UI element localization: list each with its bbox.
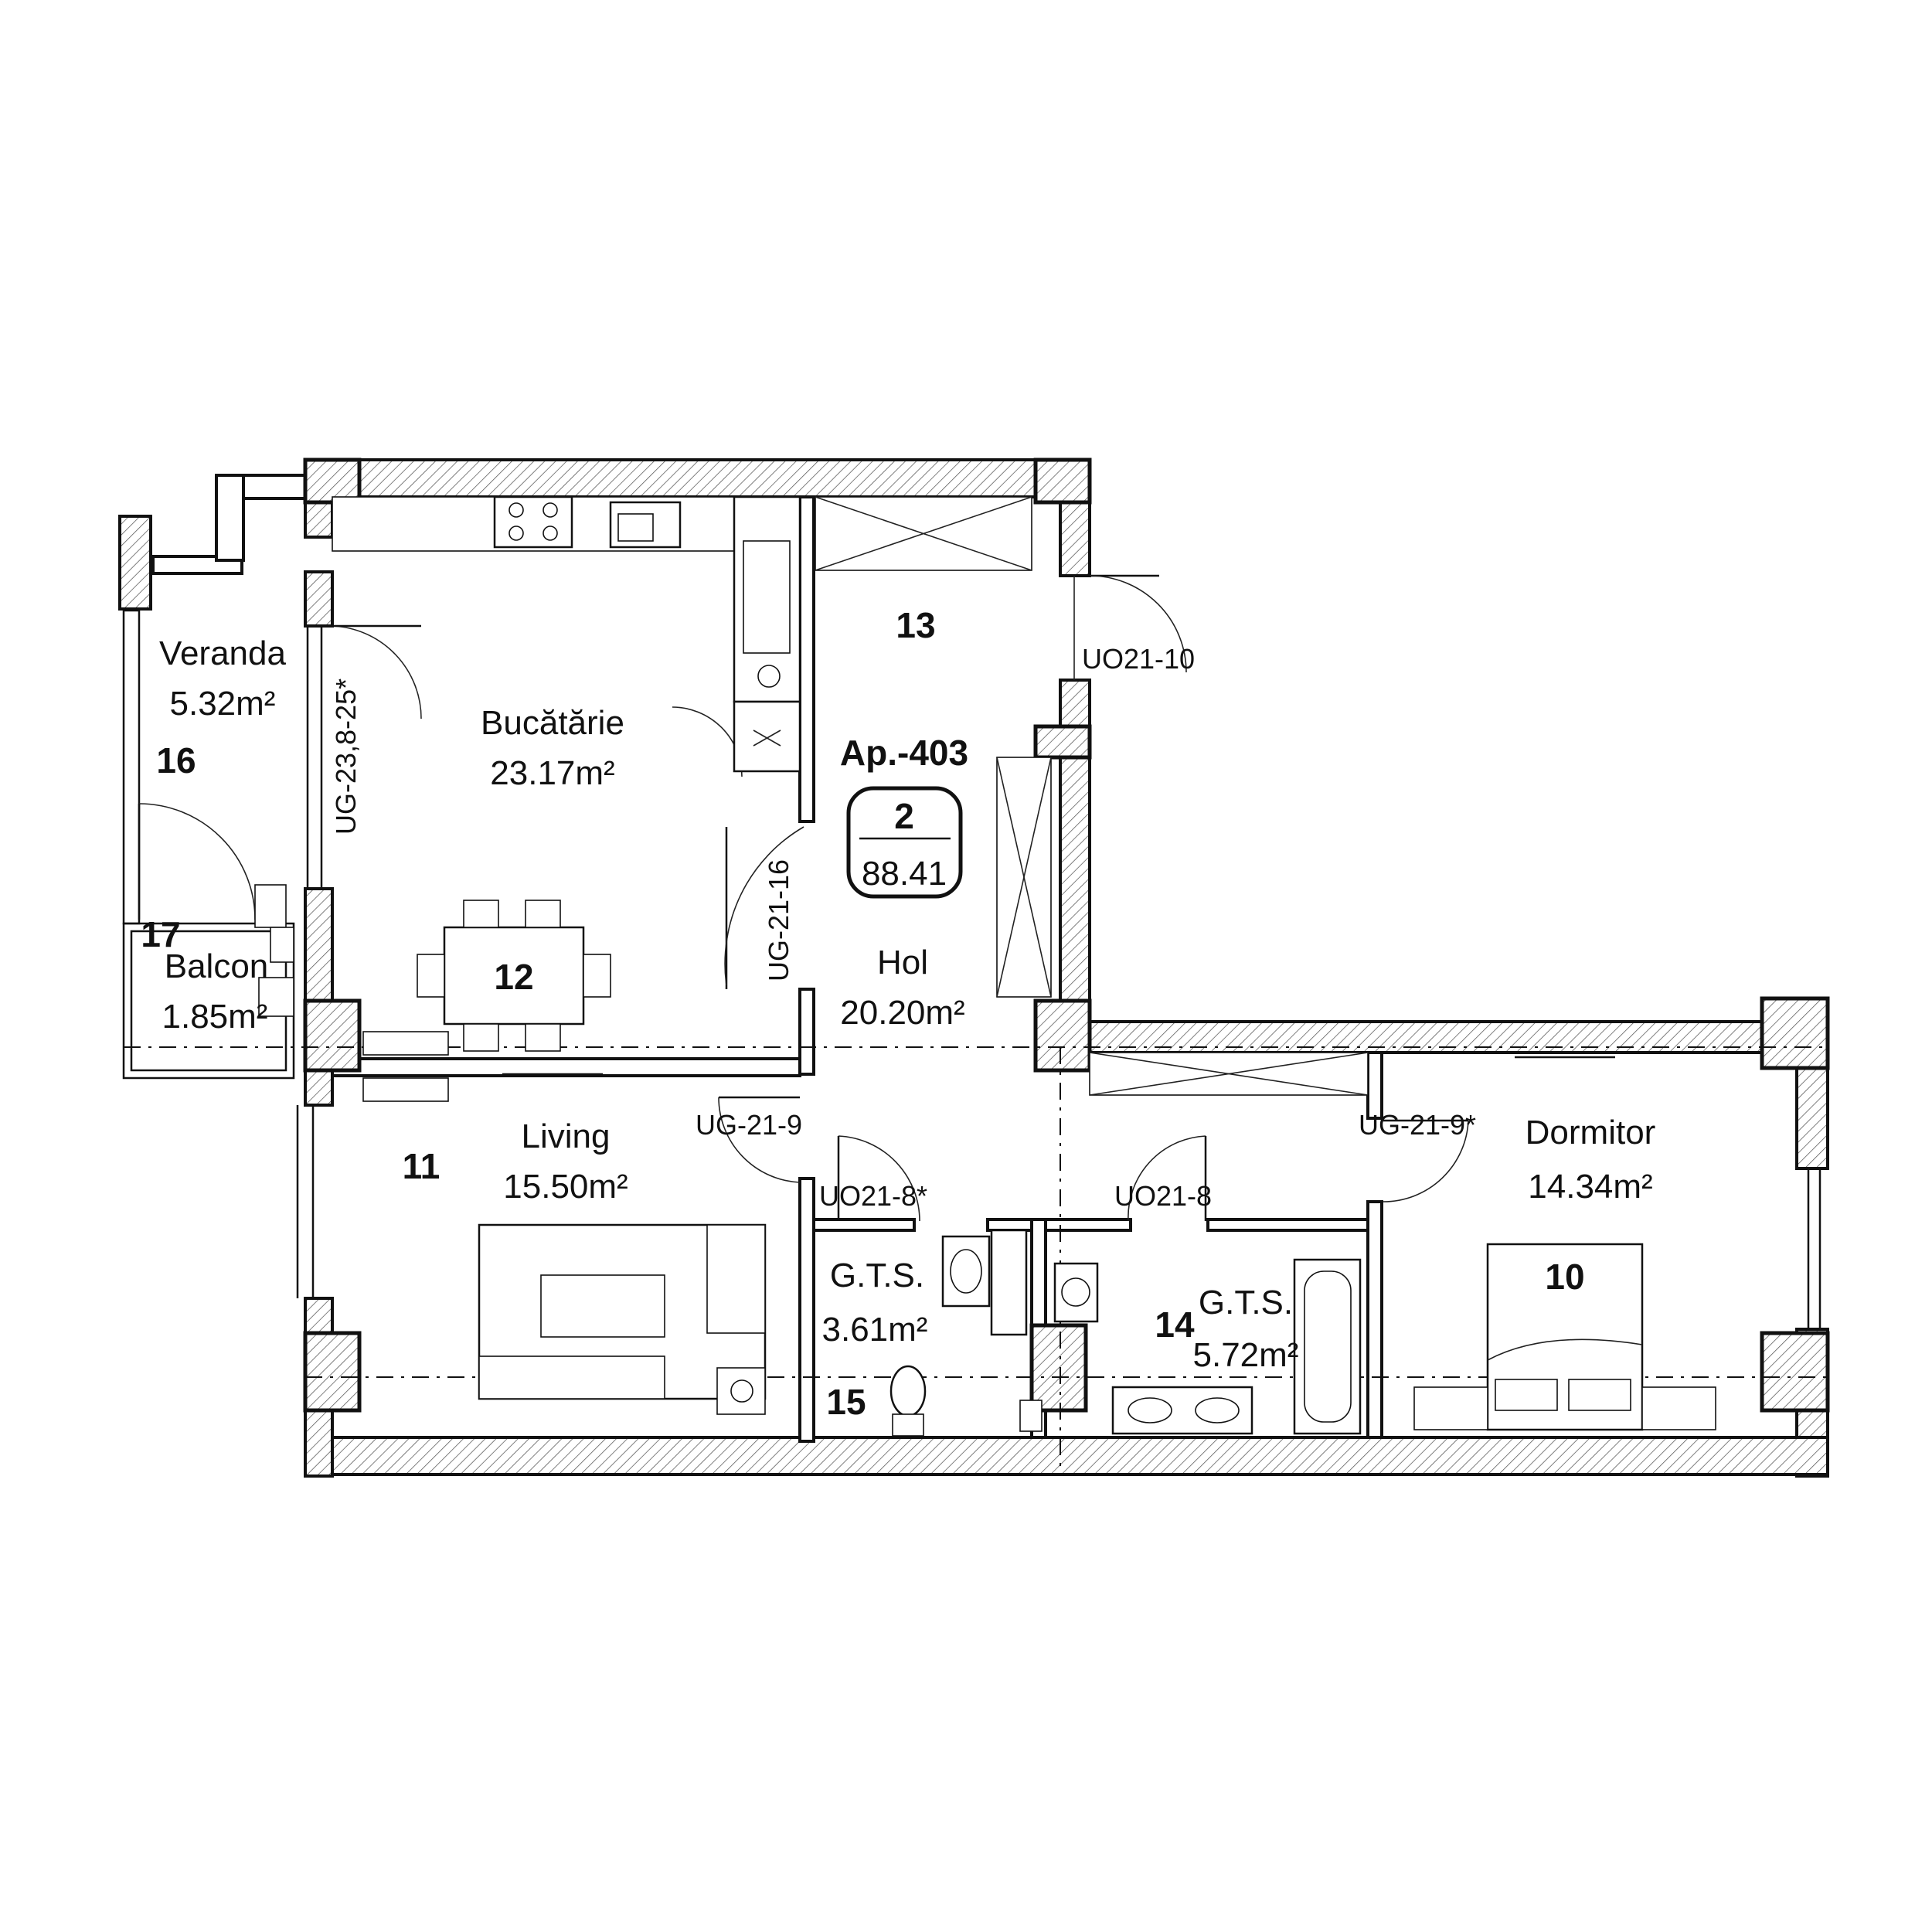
balcony-number: 17 (141, 914, 180, 954)
hall-fixtures (815, 496, 1369, 1096)
door-code-bath-small: UO21-8* (819, 1180, 927, 1212)
bath-large-area: 5.72m² (1193, 1336, 1299, 1374)
apartment-label: Ap.-403 (840, 733, 968, 773)
kitchen-number: 12 (494, 957, 533, 997)
doors (138, 574, 1469, 1222)
door-code-living: UG-21-9 (696, 1109, 802, 1141)
bath-large-name: G.T.S. (1199, 1284, 1293, 1321)
hall-name: Hol (877, 944, 928, 981)
windows (296, 576, 1821, 1329)
apartment-badge: Ap.-403 2 88.41 (840, 733, 968, 899)
hall-area: 20.20m² (840, 994, 964, 1032)
door-code-bedroom: UG-21-9* (1359, 1109, 1476, 1141)
bath-small-name: G.T.S. (830, 1257, 924, 1294)
kitchen-fixtures (332, 495, 801, 1102)
apartment-area: 88.41 (862, 855, 947, 893)
bath-large-number: 14 (1155, 1304, 1195, 1345)
bathroom-fixtures (889, 1229, 1362, 1437)
dining-table-icon (443, 926, 585, 1026)
living-area: 15.50m² (503, 1168, 628, 1206)
veranda-number: 16 (156, 740, 196, 781)
bedroom-name: Dormitor (1526, 1114, 1656, 1151)
veranda-fixtures (254, 884, 294, 1017)
living-number: 11 (403, 1146, 440, 1186)
room-labels: Bucătărie 23.17m² 12 Hol 20.20m² 13 Livi… (141, 605, 1655, 1422)
hall-number: 13 (896, 605, 935, 645)
bedroom-area: 14.34m² (1528, 1168, 1652, 1206)
kitchen-name: Bucătărie (481, 704, 624, 742)
balcony-area: 1.85m² (162, 998, 268, 1036)
toilet-icon (889, 1365, 927, 1417)
door-code-entrance: UO21-10 (1082, 643, 1195, 675)
door-codes: UO21-10 UG-23,8-25* UG-21-16 UG-21-9 UO2… (330, 643, 1476, 1212)
veranda-area: 5.32m² (170, 685, 276, 723)
living-name: Living (522, 1117, 611, 1155)
bath-small-area: 3.61m² (822, 1311, 928, 1349)
door-code-veranda: UG-23,8-25* (330, 679, 362, 835)
bath-small-number: 15 (826, 1382, 866, 1422)
apartment-rooms-count: 2 (894, 796, 914, 836)
kitchen-area: 23.17m² (490, 754, 614, 792)
bedroom-fixtures (1413, 1056, 1716, 1431)
balcony-name: Balcon (165, 947, 269, 985)
living-fixtures (478, 1073, 767, 1415)
cooktop-icon (493, 495, 573, 549)
bedroom-number: 10 (1545, 1257, 1584, 1297)
door-code-kitchen: UG-21-16 (763, 859, 794, 981)
door-code-bath-large: UO21-8 (1114, 1180, 1212, 1212)
veranda-name: Veranda (159, 634, 286, 672)
structural-pillars (303, 457, 1830, 1413)
